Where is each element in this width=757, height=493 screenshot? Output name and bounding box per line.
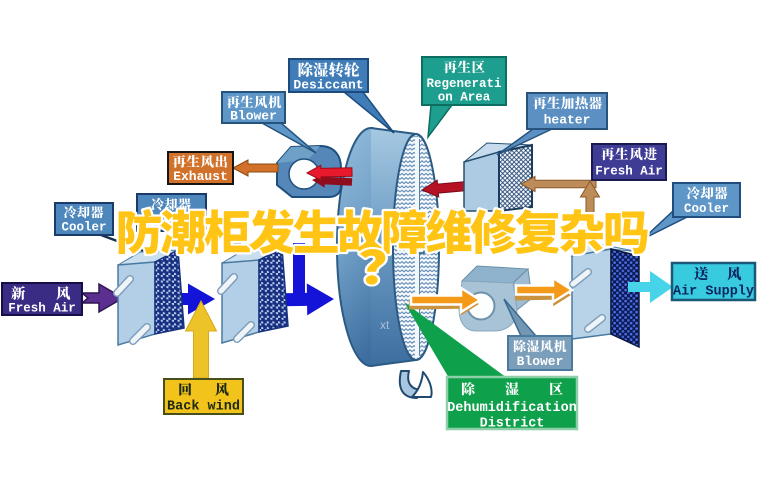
svg-text:Desiccant: Desiccant [293, 78, 363, 93]
svg-text:Dehumidification: Dehumidification [447, 401, 577, 416]
svg-text:Blower: Blower [230, 109, 277, 124]
svg-text:on Area: on Area [438, 91, 491, 105]
svg-text:Air Supply: Air Supply [673, 285, 754, 300]
svg-text:Back wind: Back wind [167, 400, 240, 415]
svg-text:Regenerati: Regenerati [426, 77, 501, 91]
svg-text:xt: xt [380, 318, 390, 332]
svg-text:Fresh Air: Fresh Air [595, 165, 663, 179]
svg-text:heater: heater [544, 113, 591, 128]
svg-text:Cooler: Cooler [61, 221, 106, 235]
svg-text:Fresh Air: Fresh Air [8, 302, 76, 316]
svg-text:Blower: Blower [517, 354, 564, 369]
svg-text:Cooler: Cooler [684, 202, 729, 216]
svg-text:Exhaust: Exhaust [173, 169, 228, 184]
svg-text:District: District [480, 417, 545, 432]
